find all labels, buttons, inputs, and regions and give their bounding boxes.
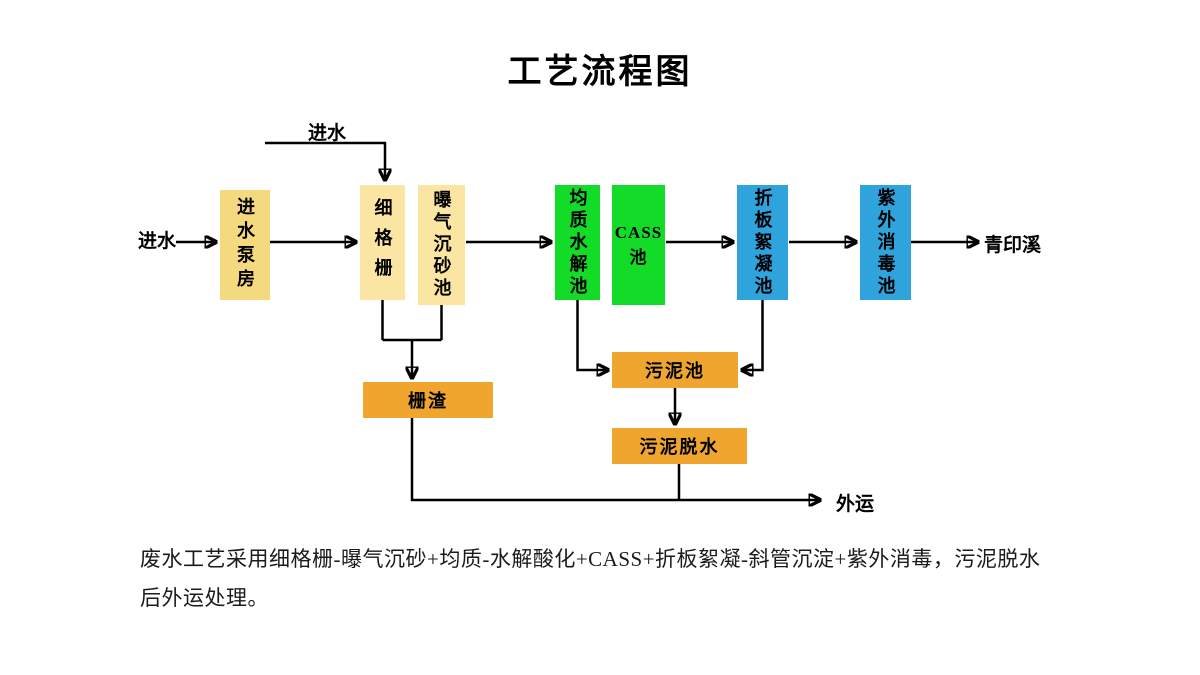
connector-haul-away-line <box>410 418 820 500</box>
node-fine-screen: 细格栅 <box>360 185 405 300</box>
connector-flocculation-to-sludge <box>742 300 764 370</box>
connector-equalization-to-sludge <box>576 300 609 370</box>
connector-top-inlet-to-screen <box>265 141 385 180</box>
node-folded-plate-flocculation-tank: 折板絮凝池 <box>737 185 788 300</box>
label-haul-away: 外运 <box>836 494 875 515</box>
node-uv-disinfection-tank: 紫外消毒池 <box>860 185 911 300</box>
node-label: 污泥脱水 <box>639 437 720 457</box>
label-outfall: 青印溪 <box>984 235 1042 256</box>
node-label: 紫外消毒池 <box>875 187 896 298</box>
node-label: 曝气沉砂池 <box>431 190 452 300</box>
node-inlet-pump-station: 进水泵房 <box>220 190 270 300</box>
node-label: CASS 池 <box>614 222 663 268</box>
node-label: 折板絮凝池 <box>752 187 773 298</box>
label-inlet-left: 进水 <box>138 231 177 252</box>
node-label: 污泥池 <box>645 361 705 381</box>
node-screenings: 栅渣 <box>363 382 493 418</box>
node-label: 细格栅 <box>372 197 393 288</box>
connector-screen-grit-join <box>381 300 443 342</box>
node-label: 进水泵房 <box>235 197 255 293</box>
description-text: 废水工艺采用细格栅-曝气沉砂+均质-水解酸化+CASS+折板絮凝-斜管沉淀+紫外… <box>140 547 1041 610</box>
node-aerated-grit-chamber: 曝气沉砂池 <box>418 185 465 305</box>
node-sludge-dewatering: 污泥脱水 <box>612 428 747 464</box>
page-title: 工艺流程图 <box>507 54 693 91</box>
node-equalization-hydrolysis-tank: 均质水解池 <box>555 185 600 300</box>
node-label: 均质水解池 <box>567 187 588 298</box>
node-label: 栅渣 <box>408 391 448 411</box>
label-inlet-top: 进水 <box>308 123 347 144</box>
node-cass-tank: CASS 池 <box>612 185 665 305</box>
node-sludge-tank: 污泥池 <box>612 352 738 388</box>
